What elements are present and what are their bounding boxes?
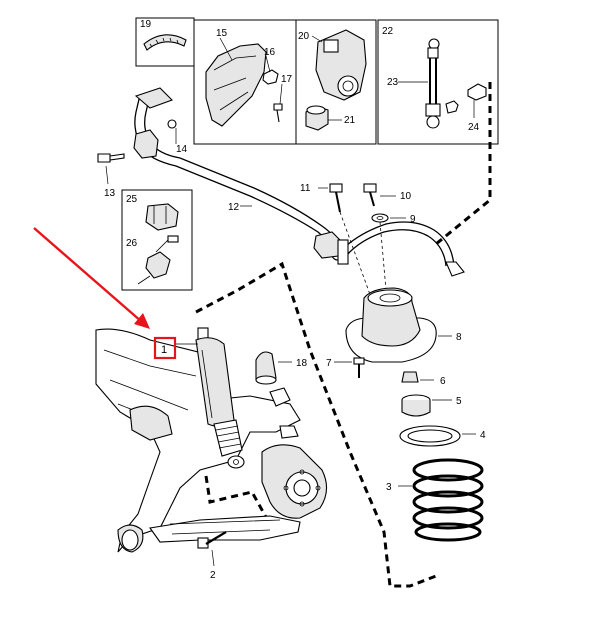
stabilizer-bar: 14 12 13: [97, 87, 465, 277]
inset-box-19: 19: [135, 17, 195, 67]
callout-24: 24: [468, 122, 480, 133]
assembly-line-shock: [195, 261, 437, 588]
rear-subframe: [95, 328, 301, 553]
callout-13: 13: [104, 188, 116, 199]
callout-17: 17: [281, 74, 293, 85]
wheel-knuckle: [261, 387, 328, 519]
bump-stop-6: 6: [401, 371, 446, 387]
bolt-7: 7: [326, 357, 365, 378]
callout-14: 14: [176, 144, 188, 155]
callout-1: 1: [161, 344, 167, 356]
washer-9: 9: [371, 213, 416, 225]
coil-spring-3: 3: [386, 458, 484, 542]
inset-box-25-26: 25 26: [121, 189, 193, 291]
callout-5: 5: [456, 396, 462, 407]
shock-absorber-1: [176, 327, 245, 469]
callout-4: 4: [480, 430, 486, 441]
callout-6: 6: [440, 376, 446, 387]
callout-7: 7: [326, 358, 332, 369]
callout-12: 12: [228, 202, 240, 213]
spring-pad-5: 5: [401, 394, 462, 417]
callout-19: 19: [140, 19, 152, 30]
callout-20: 20: [298, 31, 310, 42]
callout-2: 2: [210, 570, 216, 581]
bolt-11: 11: [300, 183, 343, 213]
spring-isolator-4: 4: [399, 425, 486, 447]
bump-stop-18: 18: [255, 351, 308, 385]
inset-box-15-17: 15 16 17: [193, 19, 297, 145]
inset-box-22-24: 22 23 24: [377, 19, 499, 145]
callout-3: 3: [386, 482, 392, 493]
inset-box-20-21: 20 21: [295, 19, 377, 145]
bolt-10: 10: [363, 183, 412, 207]
callout-23: 23: [387, 77, 399, 88]
callout-9: 9: [410, 214, 416, 225]
assembly-line-lower: [204, 475, 274, 529]
callout-8: 8: [456, 332, 462, 343]
callout-22: 22: [382, 26, 394, 37]
spring-seat-8: 8: [345, 287, 462, 363]
callout-15: 15: [216, 28, 228, 39]
callout-18: 18: [296, 358, 308, 369]
callout-21: 21: [344, 115, 356, 126]
highlight-arrow: [33, 227, 150, 329]
callout-11: 11: [300, 183, 311, 194]
bolt-2: 2: [197, 531, 227, 581]
callout-10: 10: [400, 191, 412, 202]
highlight-box-callout-1: [153, 336, 177, 360]
callout-16: 16: [264, 47, 276, 58]
callout-26: 26: [126, 238, 138, 249]
callout-25: 25: [126, 194, 138, 205]
assembly-line-right: [435, 82, 492, 246]
